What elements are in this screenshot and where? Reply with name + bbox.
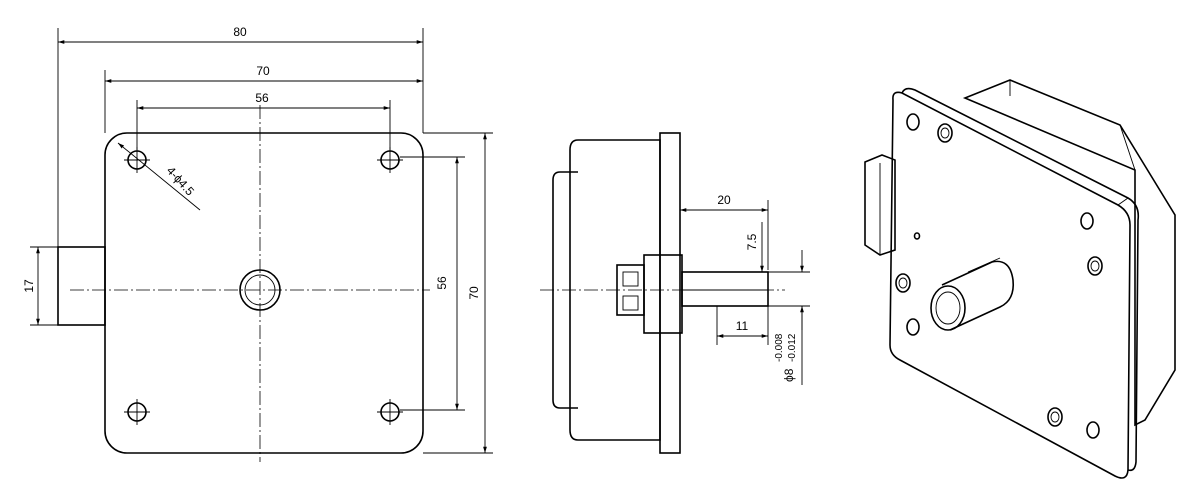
iso-motor-body <box>962 79 1176 427</box>
dim-70-vertical-label: 70 <box>467 286 481 300</box>
dim-overall-width: 80 <box>57 25 424 247</box>
dim-hole-spacing-y: 56 <box>400 156 465 411</box>
dim-20-label: 20 <box>717 193 731 207</box>
dim-gearbox-height: 17 <box>22 246 58 326</box>
iso-gearbox <box>864 154 896 256</box>
dim-11-label: 11 <box>736 319 749 333</box>
gearbox-block <box>643 254 683 334</box>
output-shaft <box>681 271 769 307</box>
shaft-inner-circle <box>244 274 276 306</box>
dim-80-label: 80 <box>233 25 247 39</box>
hole-callout: 4-ϕ4.5 <box>117 142 201 211</box>
shaft-outer-circle <box>239 269 281 311</box>
dim-7-5-label: 7.5 <box>745 233 759 250</box>
side-view: 20 7.5 11 ϕ8 -0.008 -0.012 <box>540 132 810 454</box>
dim-side-depth: 20 <box>680 193 769 270</box>
dim-plate-height: 70 <box>423 132 493 454</box>
dim-hole-spacing-x: 56 <box>136 91 391 150</box>
front-plate-outline <box>104 132 424 454</box>
isometric-view <box>864 79 1176 479</box>
dim-56-label: 56 <box>255 91 269 105</box>
dim-shaft-diameter: ϕ8 -0.008 -0.012 <box>768 250 810 385</box>
shaft-tolerance-upper: -0.008 <box>774 333 785 362</box>
gearbox-protrusion <box>57 246 106 326</box>
dim-plate-width: 70 <box>104 64 423 133</box>
iso-plate-edge <box>901 87 1140 472</box>
side-plate <box>659 132 681 454</box>
dim-shaft-flat: 7.5 <box>745 222 764 272</box>
shaft-tolerance-lower: -0.012 <box>787 333 798 362</box>
dim-70-label: 70 <box>256 64 270 78</box>
dim-shaft-flat-length: 11 <box>716 306 769 345</box>
motor-body <box>569 139 661 441</box>
front-view: 80 70 56 4-ϕ4.5 17 <box>22 25 493 462</box>
mounting-holes <box>124 147 403 425</box>
shaft-diameter-label: ϕ8 <box>782 368 796 382</box>
iso-shaft <box>930 257 1015 331</box>
dim-56-vertical-label: 56 <box>435 276 449 290</box>
hole-callout-label: 4-ϕ4.5 <box>164 164 197 199</box>
dim-17-label: 17 <box>22 279 36 293</box>
iso-plate-front <box>889 91 1131 479</box>
